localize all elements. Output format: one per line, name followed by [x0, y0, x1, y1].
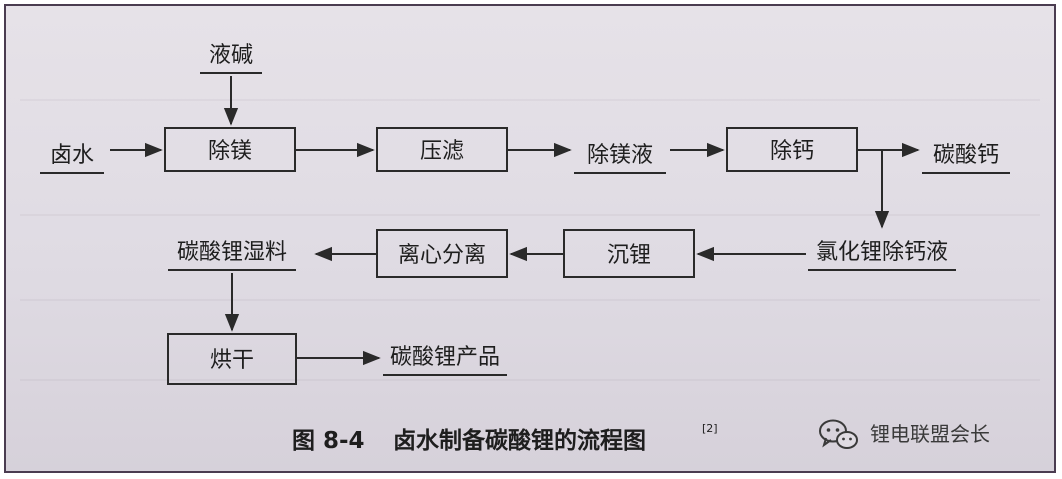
node-mg-removal: 除镁 [164, 127, 296, 172]
node-brine: 卤水 [40, 143, 104, 174]
node-drying-box [167, 333, 297, 385]
node-precipitate-li: 沉锂 [563, 229, 695, 278]
node-centrifuge: 离心分离 [376, 229, 508, 278]
node-alkali: 液碱 [200, 43, 262, 74]
bleed-texture [20, 99, 1040, 381]
watermark-text: 锂电联盟会长 [870, 422, 990, 446]
node-wet-li2co3: 碳酸锂湿料 [168, 240, 296, 271]
node-ca-removal-label: 除钙 [770, 139, 814, 164]
caption-ref: [2] [702, 422, 718, 435]
edges [110, 76, 920, 366]
node-calcium-carbonate: 碳酸钙 [922, 143, 1010, 174]
node-li2co3-product-label: 碳酸锂产品 [390, 345, 500, 370]
node-wet-li2co3-label: 碳酸锂湿料 [177, 240, 287, 265]
node-mg-removed-liquor-label: 除镁液 [587, 143, 653, 168]
figure-paper [6, 6, 1054, 471]
caption-figure-no: 图 8-4 [292, 428, 365, 454]
node-mg-removed-liquor: 除镁液 [574, 143, 666, 174]
node-mg-removal-label: 除镁 [208, 139, 252, 164]
node-press-filter-box [376, 127, 508, 172]
node-press-filter: 压滤 [376, 127, 508, 172]
node-centrifuge-label: 离心分离 [398, 243, 486, 268]
figure-caption: 图 8-4 卤水制备碳酸锂的流程图 [2] [292, 422, 718, 454]
node-drying: 烘干 [167, 333, 297, 385]
node-mg-removal-box [164, 127, 296, 172]
wechat-icon [819, 419, 858, 449]
node-alkali-label: 液碱 [209, 43, 253, 68]
node-calcium-carbonate-label: 碳酸钙 [933, 143, 999, 168]
caption-title: 卤水制备碳酸锂的流程图 [393, 427, 646, 454]
node-li2co3-product: 碳酸锂产品 [383, 345, 507, 376]
node-ca-removal: 除钙 [726, 127, 858, 172]
node-licl-liquor-label: 氯化锂除钙液 [816, 240, 948, 265]
node-precipitate-li-label: 沉锂 [607, 243, 651, 268]
node-licl-liquor: 氯化锂除钙液 [808, 240, 956, 271]
node-brine-label: 卤水 [50, 143, 94, 168]
node-ca-removal-box [726, 127, 858, 172]
watermark: 锂电联盟会长 [819, 419, 990, 449]
node-drying-label: 烘干 [210, 348, 254, 373]
node-press-filter-label: 压滤 [420, 139, 464, 164]
